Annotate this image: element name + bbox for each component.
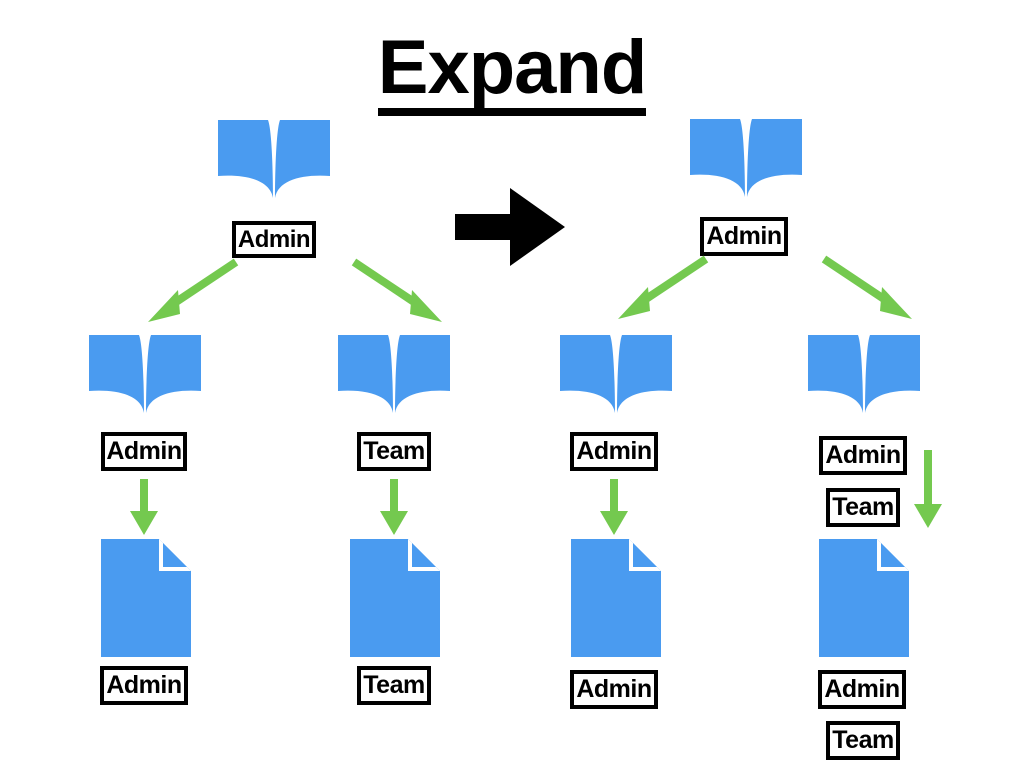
status-badge-col4-doc-team-text: Team: [832, 726, 894, 754]
status-badge-col3-doc-text: Admin: [576, 675, 652, 703]
arrow-root-to-col2-icon: [351, 258, 442, 322]
book-icon: [560, 335, 672, 413]
status-badge-col4-doc-team: Team: [826, 721, 900, 760]
status-badge-col2-book-text: Team: [363, 437, 425, 465]
status-badge-root-right-text: Admin: [706, 222, 782, 250]
book-icon: [808, 335, 920, 413]
status-badge-col4-doc-admin-text: Admin: [824, 675, 900, 703]
right-arrow-icon: [455, 188, 565, 266]
book-icon: [338, 335, 450, 413]
document-icon: [350, 539, 440, 657]
status-badge-col2-doc-text: Team: [363, 671, 425, 699]
status-badge-col3-book-text: Admin: [576, 437, 652, 465]
arrow-root-to-col4-icon: [821, 255, 912, 319]
document-icon: [101, 539, 191, 657]
arrow-col1-book-to-doc-icon: [130, 479, 158, 535]
status-badge-col1-book-text: Admin: [106, 437, 182, 465]
status-badge-col3-book: Admin: [570, 432, 658, 471]
status-badge-col1-doc: Admin: [100, 666, 188, 705]
document-icon: [571, 539, 661, 657]
status-badge-col3-doc: Admin: [570, 670, 658, 709]
status-badge-root-right: Admin: [700, 217, 788, 256]
arrow-col3-book-to-doc-icon: [600, 479, 628, 535]
arrow-root-to-col1-icon: [148, 258, 239, 322]
book-icon: [89, 335, 201, 413]
status-badge-col1-book: Admin: [101, 432, 187, 471]
status-badge-col4-book-team: Team: [826, 488, 900, 527]
page-title-text: Expand: [377, 30, 647, 116]
status-badge-col2-doc: Team: [357, 666, 431, 705]
status-badge-col2-book: Team: [357, 432, 431, 471]
status-badge-col4-doc-admin: Admin: [818, 670, 906, 709]
arrow-col2-book-to-doc-icon: [380, 479, 408, 535]
arrow-col4-book-to-doc-icon: [914, 450, 942, 528]
status-badge-col4-book-team-text: Team: [832, 493, 894, 521]
status-badge-root-left: Admin: [232, 221, 316, 258]
document-icon: [819, 539, 909, 657]
book-icon: [690, 119, 802, 197]
status-badge-col4-book-admin-text: Admin: [825, 441, 901, 469]
status-badge-col4-book-admin: Admin: [819, 436, 907, 475]
status-badge-root-left-text: Admin: [237, 225, 311, 253]
page-title: Expand: [0, 30, 1024, 116]
book-icon: [218, 120, 330, 198]
arrow-root-to-col3-icon: [618, 255, 709, 319]
status-badge-col1-doc-text: Admin: [106, 671, 182, 699]
